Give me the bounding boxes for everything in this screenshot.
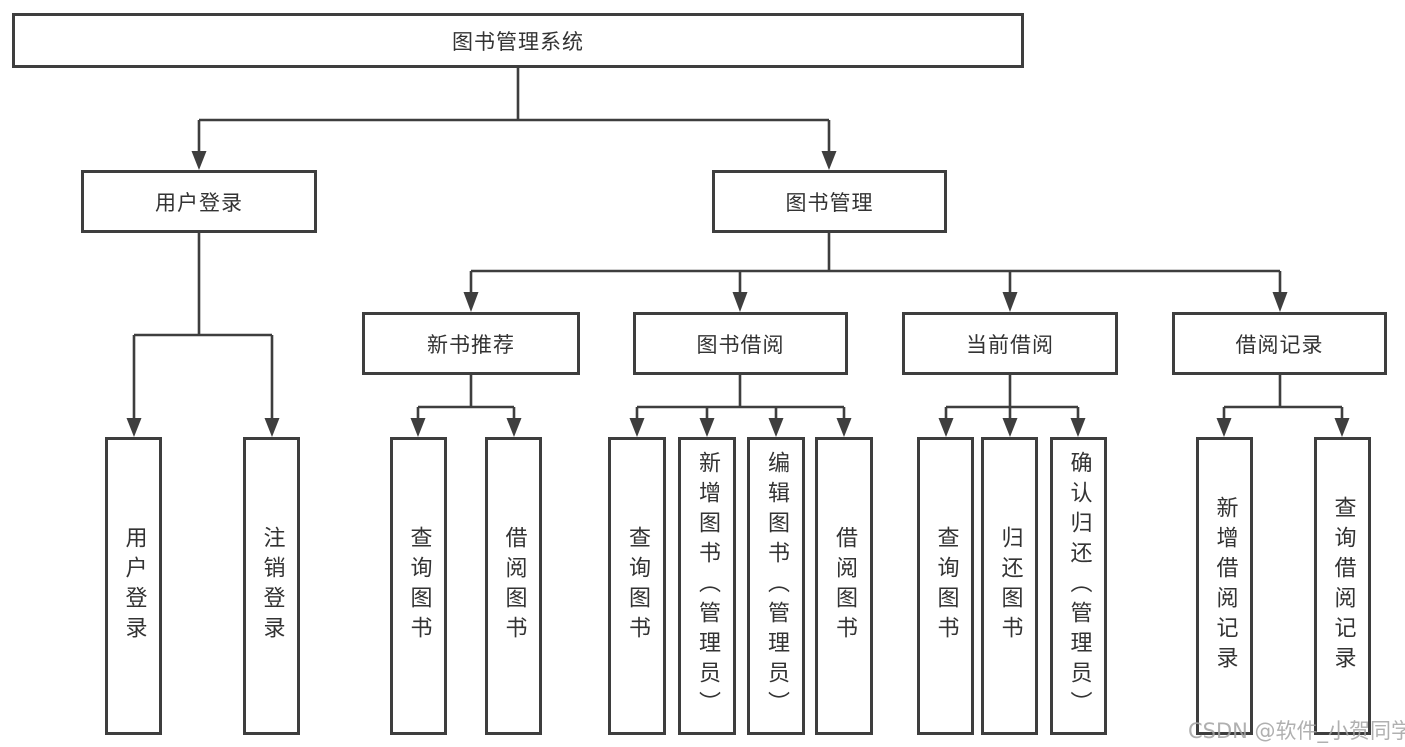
leaf-cb-confirm-return-admin: 确认归还（管理员）: [1050, 437, 1107, 735]
connector-records-children: [1222, 375, 1344, 419]
leaf-cb-return-books-label: 归还图书: [997, 526, 1023, 646]
leaf-br-add-record: 新增借阅记录: [1196, 437, 1253, 735]
leaf-cb-query-books: 查询图书: [917, 437, 974, 735]
node-current-borrowing: 当前借阅: [902, 312, 1118, 375]
leaf-cb-return-books: 归还图书: [981, 437, 1038, 735]
leaf-bb-add-books-admin: 新增图书（管理员）: [678, 437, 736, 735]
csdn-watermark: CSDN @软件_小贺同学: [1188, 719, 1405, 743]
leaf-user-login-label: 用户登录: [121, 526, 147, 646]
node-borrowing-records: 借阅记录: [1172, 312, 1387, 375]
leaf-br-query-record: 查询借阅记录: [1314, 437, 1371, 735]
leaf-nbr-borrow-books: 借阅图书: [485, 437, 542, 735]
leaf-nbr-query-books: 查询图书: [390, 437, 447, 735]
leaf-br-query-record-label: 查询借阅记录: [1330, 496, 1356, 676]
leaf-cb-query-books-label: 查询图书: [933, 526, 959, 646]
node-book-borrowing: 图书借阅: [633, 312, 848, 375]
leaf-bb-edit-books-admin: 编辑图书（管理员）: [747, 437, 805, 735]
node-system-root: 图书管理系统: [12, 13, 1024, 68]
arrowheads: [126, 151, 1350, 437]
connector-new-book-children: [416, 375, 516, 419]
leaf-bb-query-books: 查询图书: [608, 437, 666, 735]
leaf-cb-confirm-return-admin-label: 确认归还（管理员）: [1066, 451, 1092, 721]
node-new-book-recommendation: 新书推荐: [362, 312, 580, 375]
connector-book-mgmt-modules: [469, 233, 1282, 292]
leaf-user-login: 用户登录: [105, 437, 162, 735]
leaf-nbr-query-books-label: 查询图书: [406, 526, 432, 646]
node-current-borrowing-label: 当前借阅: [966, 332, 1054, 357]
leaf-bb-query-books-label: 查询图书: [625, 526, 650, 646]
leaf-bb-add-books-admin-label: 新增图书（管理员）: [695, 451, 720, 721]
leaf-bb-borrow-books-label: 借阅图书: [832, 526, 857, 646]
node-user-login: 用户登录: [81, 170, 317, 233]
node-book-borrowing-label: 图书借阅: [696, 332, 785, 357]
leaf-br-add-record-label: 新增借阅记录: [1212, 496, 1238, 676]
leaf-logout: 注销登录: [243, 437, 300, 735]
connector-borrow-children: [635, 375, 846, 419]
node-new-book-recommendation-label: 新书推荐: [427, 332, 515, 357]
leaf-bb-borrow-books: 借阅图书: [815, 437, 873, 735]
connector-current-children: [944, 375, 1080, 419]
leaf-bb-edit-books-admin-label: 编辑图书（管理员）: [764, 451, 789, 721]
connector-user-login-children: [132, 233, 274, 419]
node-book-management-label: 图书管理: [785, 190, 874, 215]
leaf-nbr-borrow-books-label: 借阅图书: [501, 526, 527, 646]
node-borrowing-records-label: 借阅记录: [1235, 332, 1324, 357]
leaf-logout-label: 注销登录: [259, 526, 285, 646]
node-system-root-label: 图书管理系统: [452, 29, 584, 54]
node-book-management: 图书管理: [712, 170, 947, 233]
connector-root-to-level2: [197, 68, 831, 152]
node-user-login-label: 用户登录: [155, 190, 243, 215]
